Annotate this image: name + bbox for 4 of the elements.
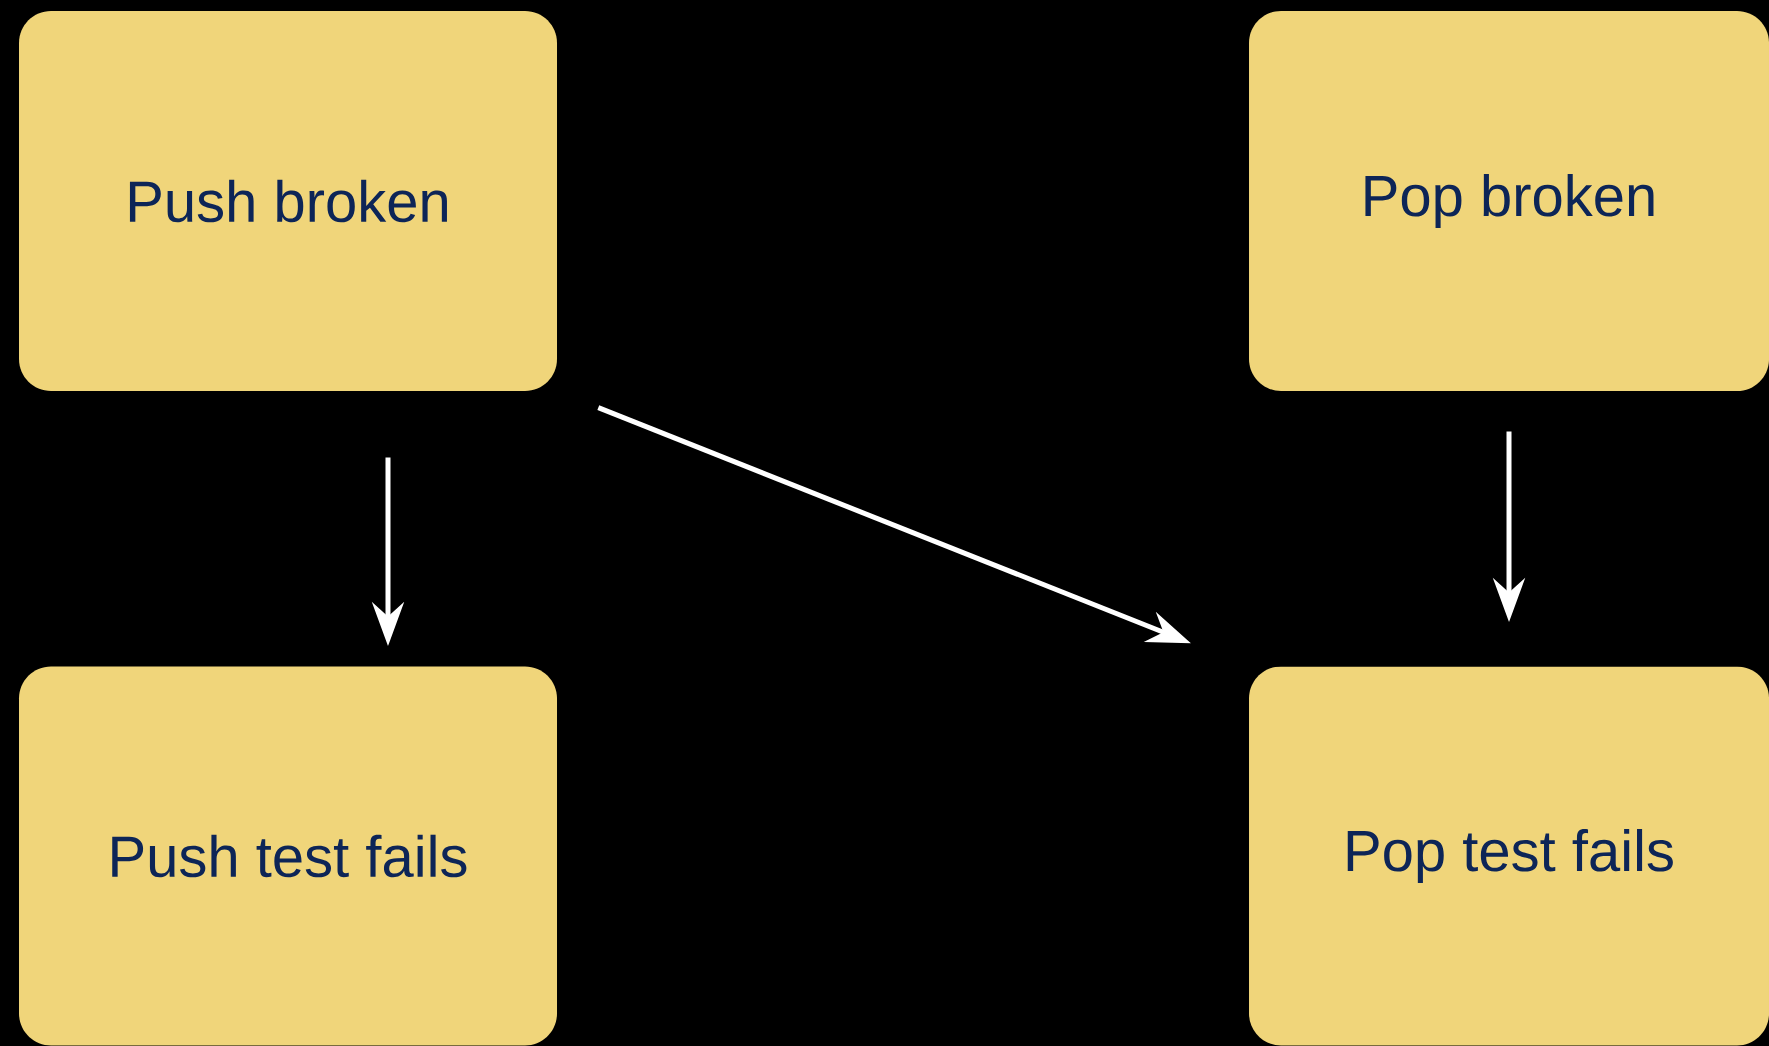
sticky-note-box: Pop broken <box>1249 11 1769 391</box>
sticky-note-box: Push test fails <box>19 666 557 1046</box>
sticky-note-box: Pop test fails <box>1249 666 1769 1046</box>
sticky-note-box: Push broken <box>19 11 557 391</box>
